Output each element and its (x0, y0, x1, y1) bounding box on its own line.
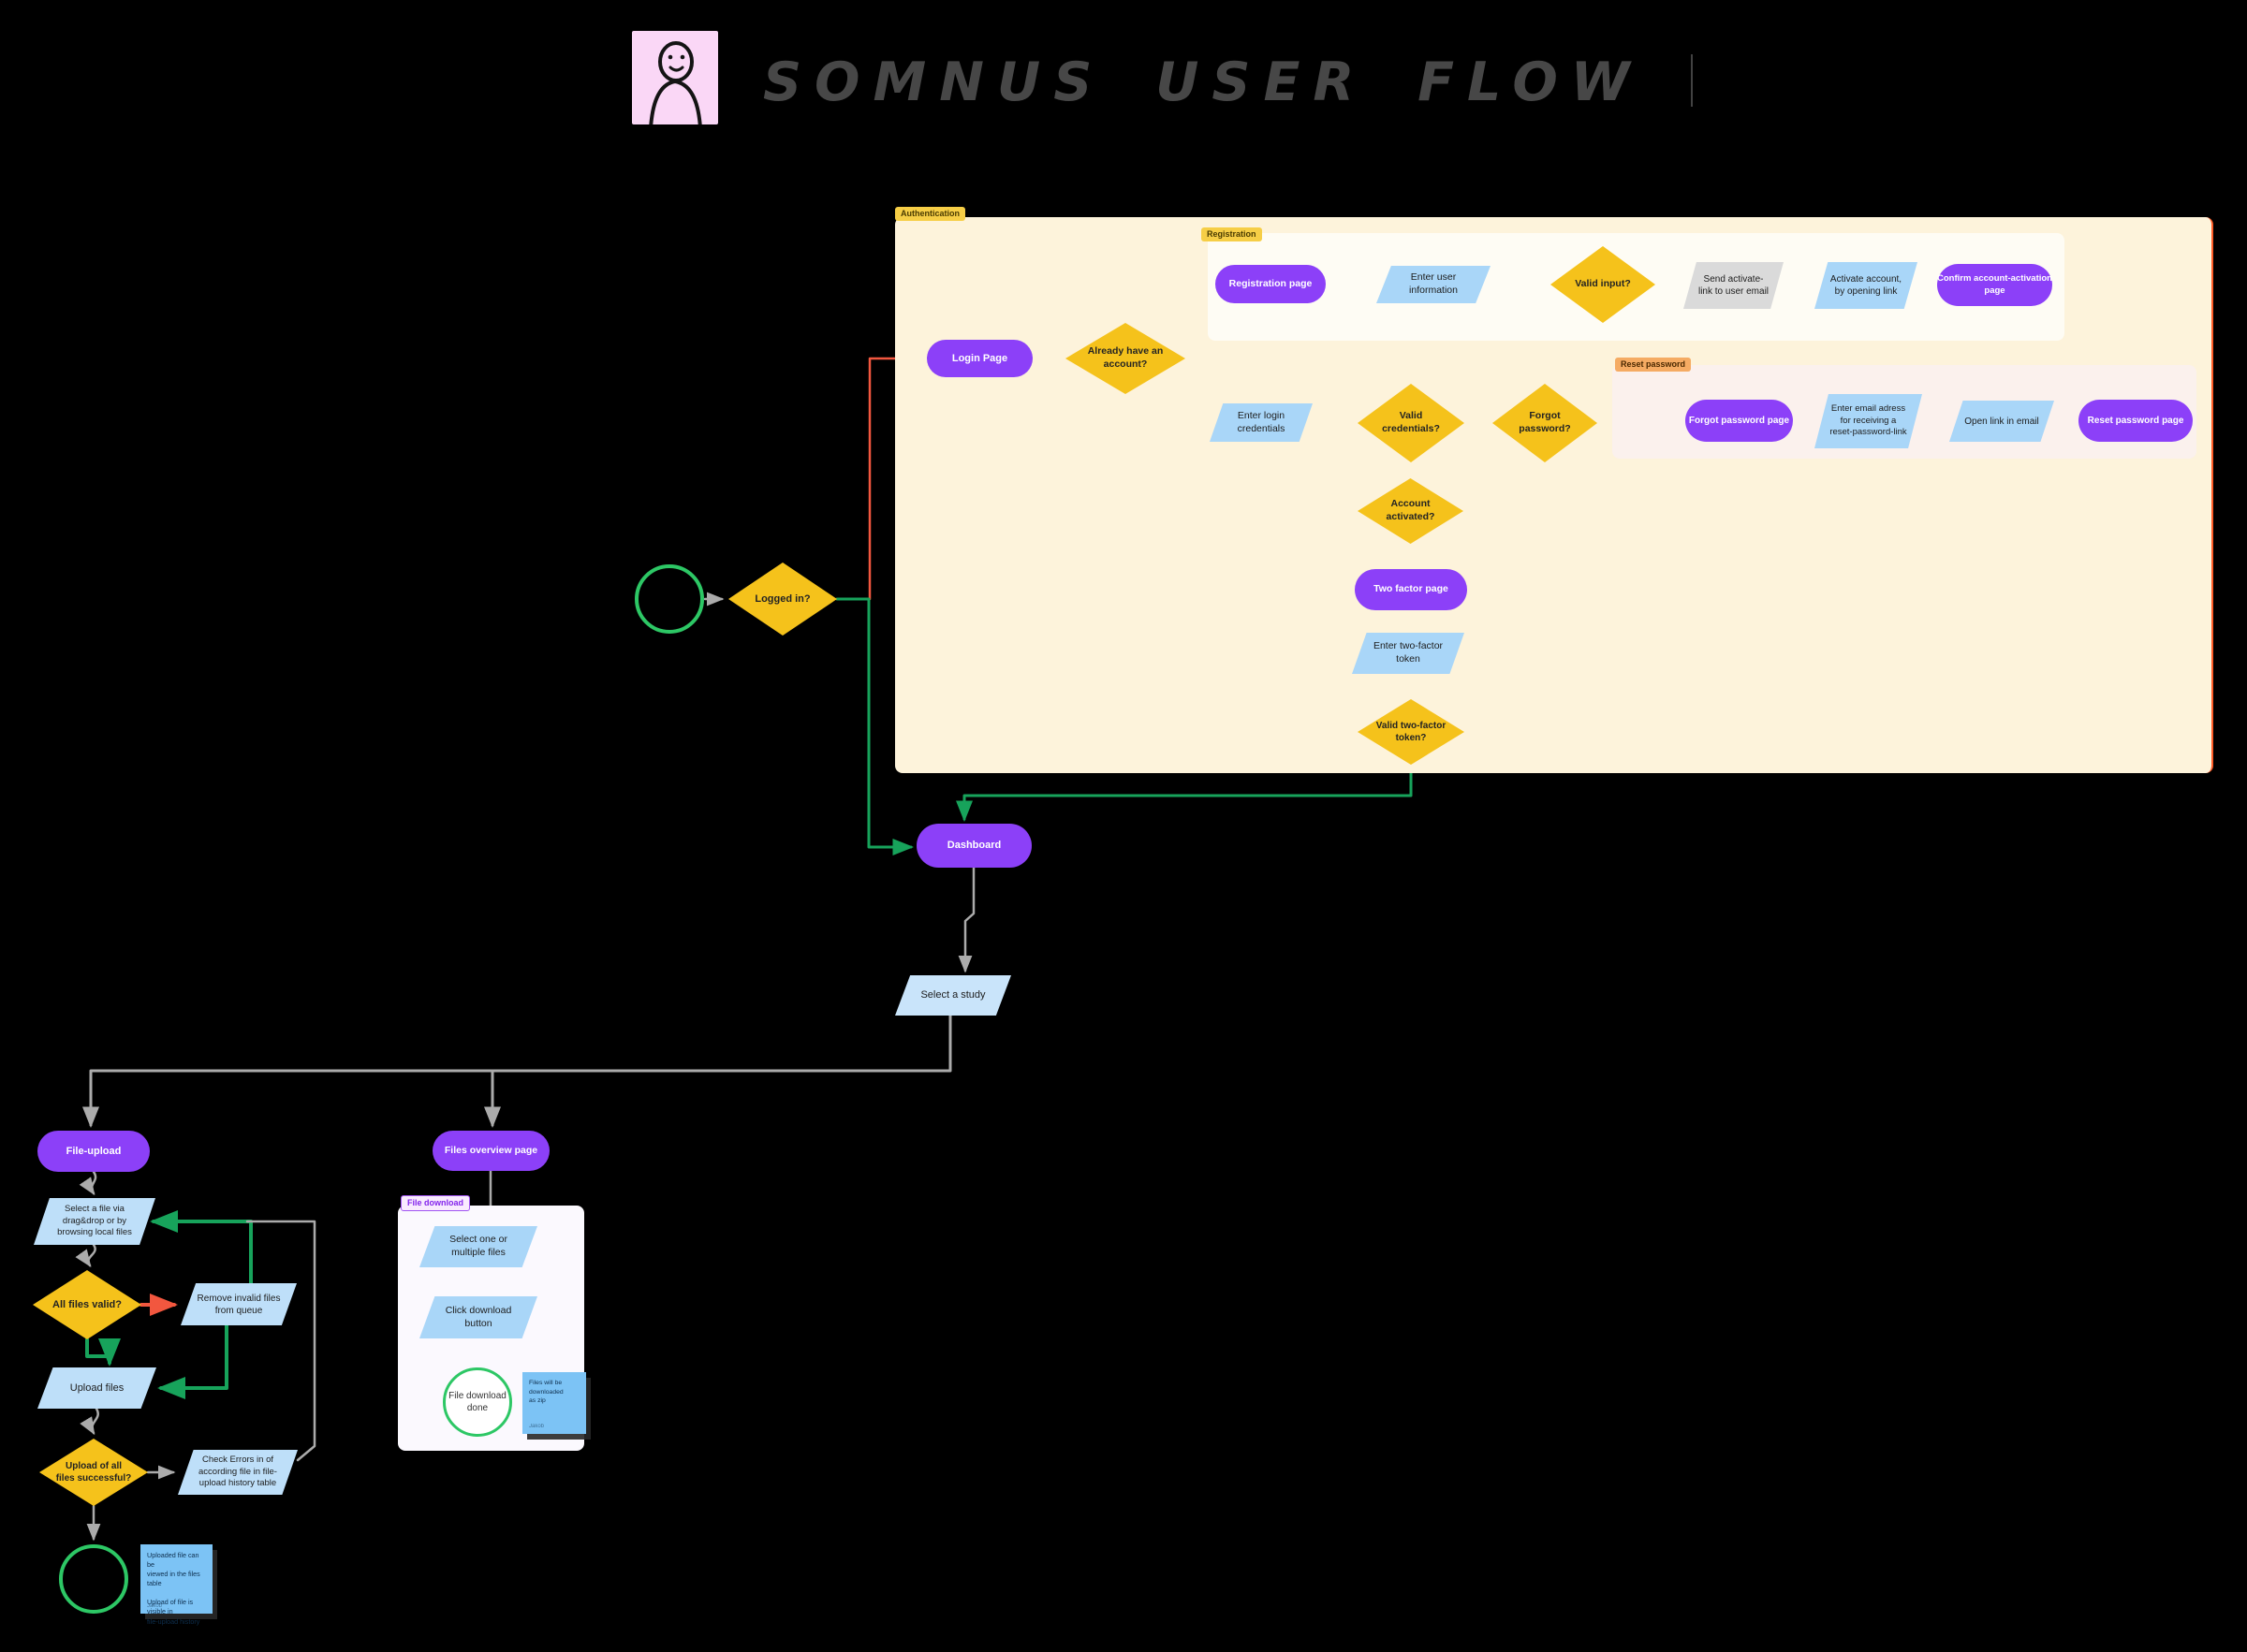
section-tab-authentication[interactable]: Authentication (895, 207, 965, 221)
section-tab-file-download[interactable]: File download (401, 1195, 470, 1211)
node-file-download-done[interactable]: File download done (443, 1367, 512, 1437)
node-dashboard[interactable]: Dashboard (917, 824, 1032, 868)
node-files-overview-page[interactable]: Files overview page (433, 1131, 550, 1171)
node-login-page[interactable]: Login Page (927, 340, 1033, 377)
caret-mark (1691, 54, 1693, 107)
node-forgot-password-page[interactable]: Forgot password page (1685, 400, 1793, 442)
edge-fileupload-to-selectfile[interactable] (79, 1170, 97, 1196)
node-enter-email-adress[interactable]: Enter email adress for receiving a reset… (1814, 394, 1922, 448)
section-tab-reset-password[interactable]: Reset password (1615, 358, 1692, 372)
node-reset-password-page[interactable]: Reset password page (2078, 400, 2193, 442)
node-upload-files[interactable]: Upload files (37, 1367, 156, 1409)
edge-selectstudy-branch-left[interactable] (82, 1014, 952, 1128)
node-select-one-or-multiple-files[interactable]: Select one or multiple files (419, 1226, 537, 1267)
edge-selectfile-to-allvalid[interactable] (75, 1243, 96, 1268)
node-click-download-button[interactable]: Click download button (419, 1296, 537, 1338)
edge-allvalid-yes-to-upload[interactable] (85, 1338, 121, 1367)
edge-loggedin-yes-to-dashboard[interactable] (835, 597, 914, 855)
edge-remove-loop-to-selectfile[interactable] (150, 1210, 253, 1285)
node-select-file-drag-drop[interactable]: Select a file via drag&drop or by browsi… (34, 1198, 155, 1245)
node-open-link-in-email[interactable]: Open link in email (1949, 401, 2054, 442)
page-title[interactable]: SOMNUS USER FLOW (763, 51, 1643, 113)
edge-validtoken-yes-to-dashboard[interactable] (956, 763, 1413, 822)
sticky-author: Jakob (147, 1602, 163, 1609)
edge-upload-to-uploadall[interactable] (80, 1407, 99, 1436)
person-doodle-drawing (649, 41, 702, 124)
node-start-circle[interactable] (635, 564, 704, 634)
node-activate-account[interactable]: Activate account, by opening link (1814, 262, 1917, 309)
node-registration-page[interactable]: Registration page (1215, 265, 1326, 303)
edge-remove-to-upload[interactable] (157, 1323, 228, 1399)
node-confirm-account-activation-page[interactable]: Confirm account-activation page (1937, 264, 2052, 306)
node-remove-invalid-files[interactable]: Remove invalid files from queue (181, 1283, 297, 1325)
node-end-circle[interactable] (59, 1544, 128, 1614)
node-check-errors[interactable]: Check Errors in of according file in fil… (178, 1450, 298, 1495)
edge-dashboard-to-selectstudy[interactable] (958, 866, 976, 973)
edge-checkerrors-loop[interactable] (245, 1220, 316, 1462)
node-send-activate-link[interactable]: Send activate- link to user email (1683, 262, 1784, 309)
sticky-upload-note[interactable]: Uploaded file can be viewed in the files… (140, 1544, 213, 1626)
diagram-title-group: SOMNUS USER FLOW (632, 31, 1643, 124)
node-enter-two-factor-token[interactable]: Enter two-factor token (1352, 633, 1464, 674)
section-tab-registration[interactable]: Registration (1201, 227, 1262, 241)
node-enter-login-credentials[interactable]: Enter login credentials (1210, 403, 1313, 442)
node-file-upload[interactable]: File-upload (37, 1131, 150, 1172)
node-select-a-study[interactable]: Select a study (895, 975, 1011, 1016)
node-enter-user-information[interactable]: Enter user information (1376, 266, 1491, 303)
node-two-factor-page[interactable]: Two factor page (1355, 569, 1467, 610)
sticky-author: Jakob (529, 1423, 545, 1429)
person-doodle-icon[interactable] (632, 31, 718, 124)
